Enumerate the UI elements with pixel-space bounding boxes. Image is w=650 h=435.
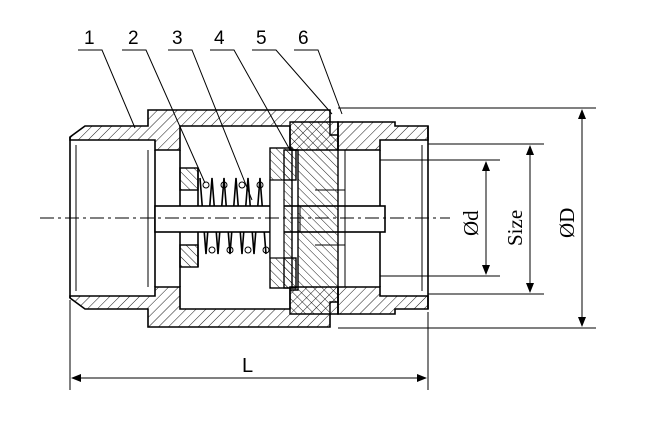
callout-5: 5	[256, 28, 267, 49]
valve-disc	[269, 147, 297, 289]
dimension-size-label: Size	[503, 210, 527, 246]
callout-3: 3	[172, 28, 183, 49]
dimension-inner-diameter-label: Ød	[459, 210, 483, 236]
valve-body-bottom	[69, 286, 429, 328]
callout-4: 4	[214, 28, 225, 49]
dimension-size	[428, 143, 544, 295]
valve-seat	[289, 121, 346, 315]
callout-leaders	[78, 49, 343, 201]
valve-body-top	[69, 109, 429, 151]
callout-2: 2	[128, 28, 139, 49]
callout-6: 6	[298, 28, 309, 49]
dimension-outer-diameter-label: ØD	[555, 208, 579, 238]
dimension-length-label: L	[242, 355, 253, 377]
dimension-length	[69, 300, 429, 390]
callout-1: 1	[84, 28, 95, 49]
dimension-inner-diameter	[380, 159, 500, 277]
dimension-outer-diameter	[338, 107, 596, 329]
